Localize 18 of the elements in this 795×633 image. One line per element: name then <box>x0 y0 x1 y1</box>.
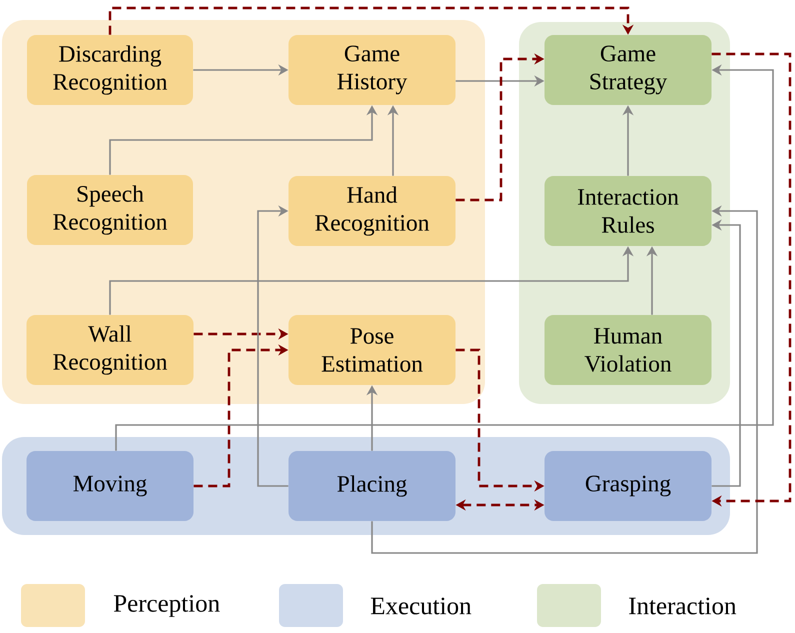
module-box: Speech Recognition <box>27 175 193 245</box>
arrow <box>257 205 288 487</box>
module-box: Wall Recognition <box>26 315 194 385</box>
legend-label: Perception <box>114 595 220 617</box>
module-box: Human Violation <box>544 315 712 385</box>
module-box: Discarding Recognition <box>27 35 193 105</box>
module-box: Game History <box>288 35 456 105</box>
dashed-arrow <box>108 6 634 35</box>
module-box: Game Strategy <box>544 35 712 105</box>
dashed-arrow <box>712 52 792 507</box>
module-box: Hand Recognition <box>288 176 456 246</box>
module-box: Placing <box>288 451 456 521</box>
module-box: Interaction Rules <box>544 176 712 246</box>
module-box: Moving <box>26 451 194 521</box>
legend-label: Execution <box>370 598 472 614</box>
module-box: Grasping <box>544 451 712 521</box>
legend-label: Interaction <box>629 598 736 614</box>
module-box: Pose Estimation <box>288 315 456 385</box>
